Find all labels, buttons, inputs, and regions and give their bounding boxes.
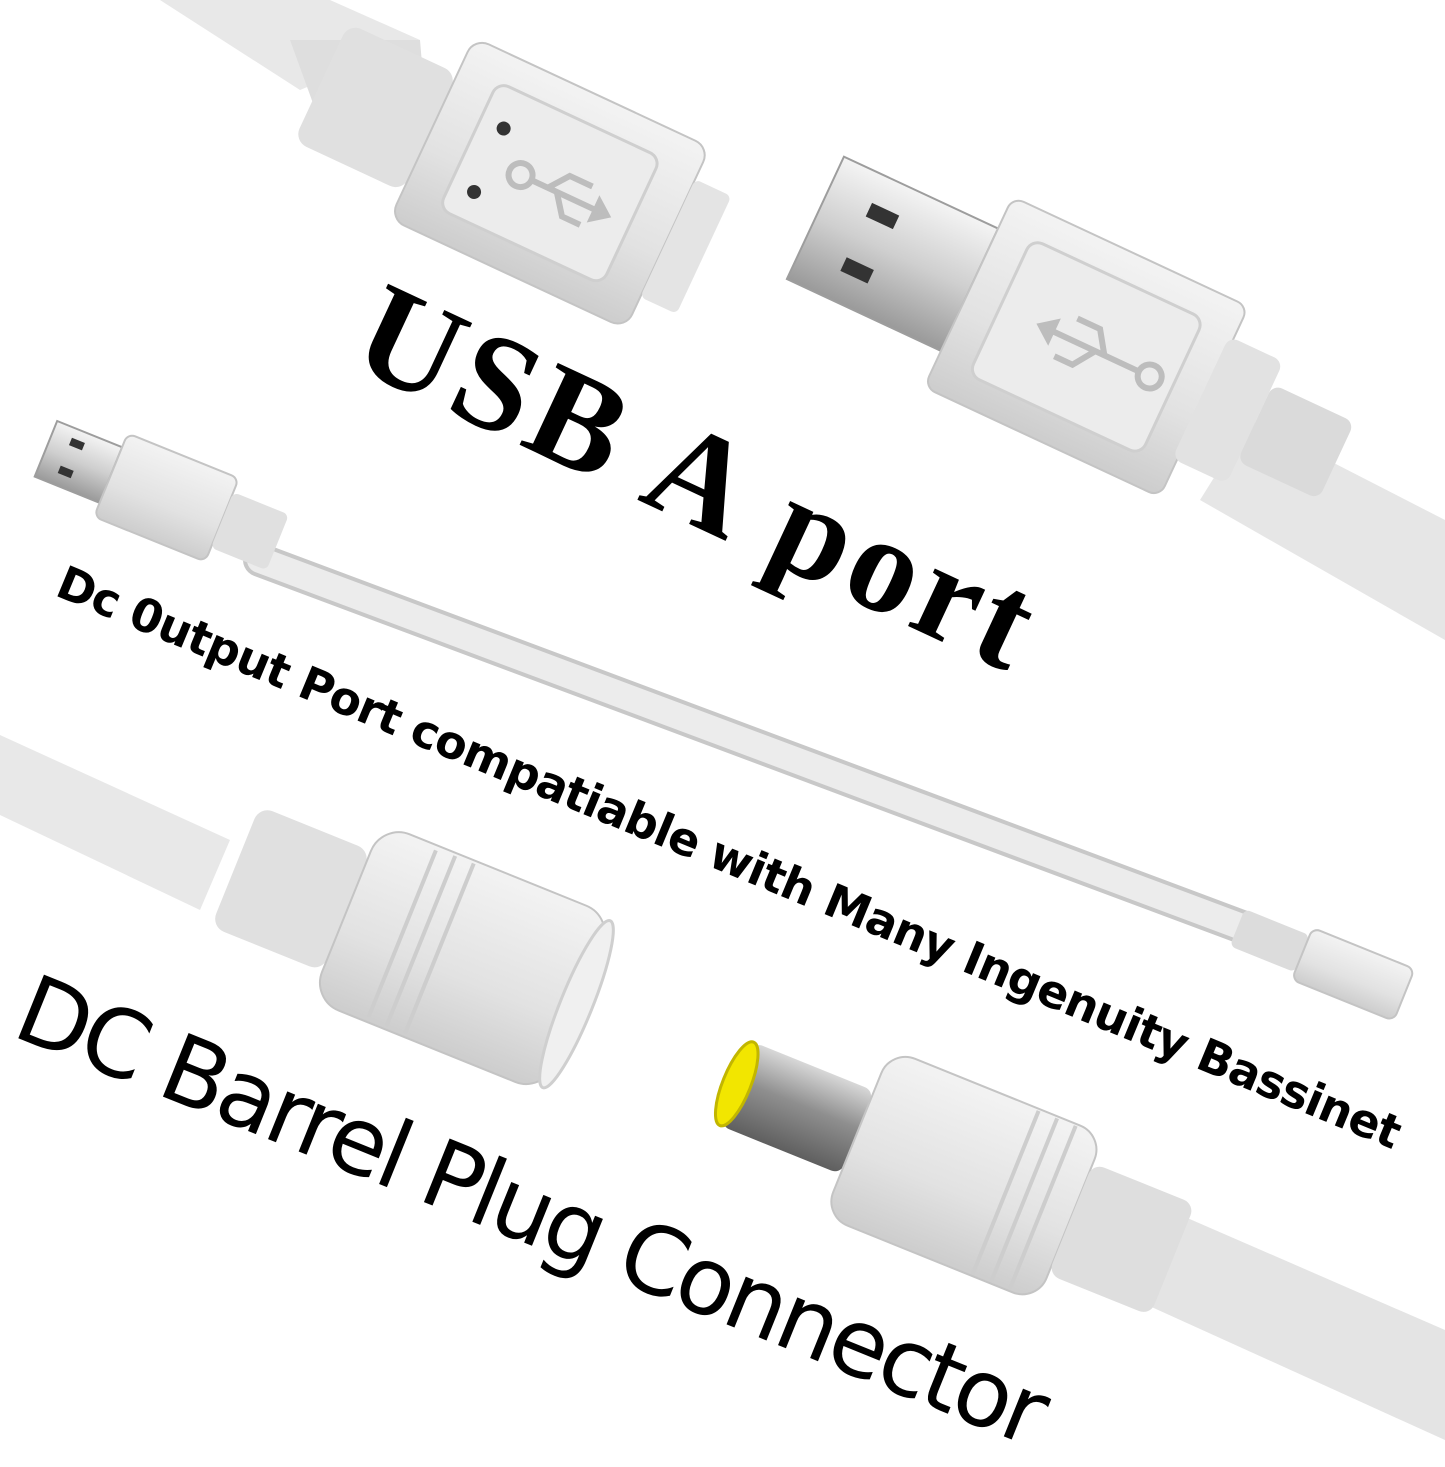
barrel-tip [713,1040,760,1128]
usb-a-male-connector [785,155,1445,640]
dc-male-barrel-plug [713,1040,1445,1440]
dc-female-barrel-connector [0,735,615,1090]
usb-a-female-connector [160,0,730,325]
usb-logo-icon [1036,315,1165,392]
usb-cable-with-dc-output [33,419,1414,1020]
usb-logo-icon [505,160,612,228]
